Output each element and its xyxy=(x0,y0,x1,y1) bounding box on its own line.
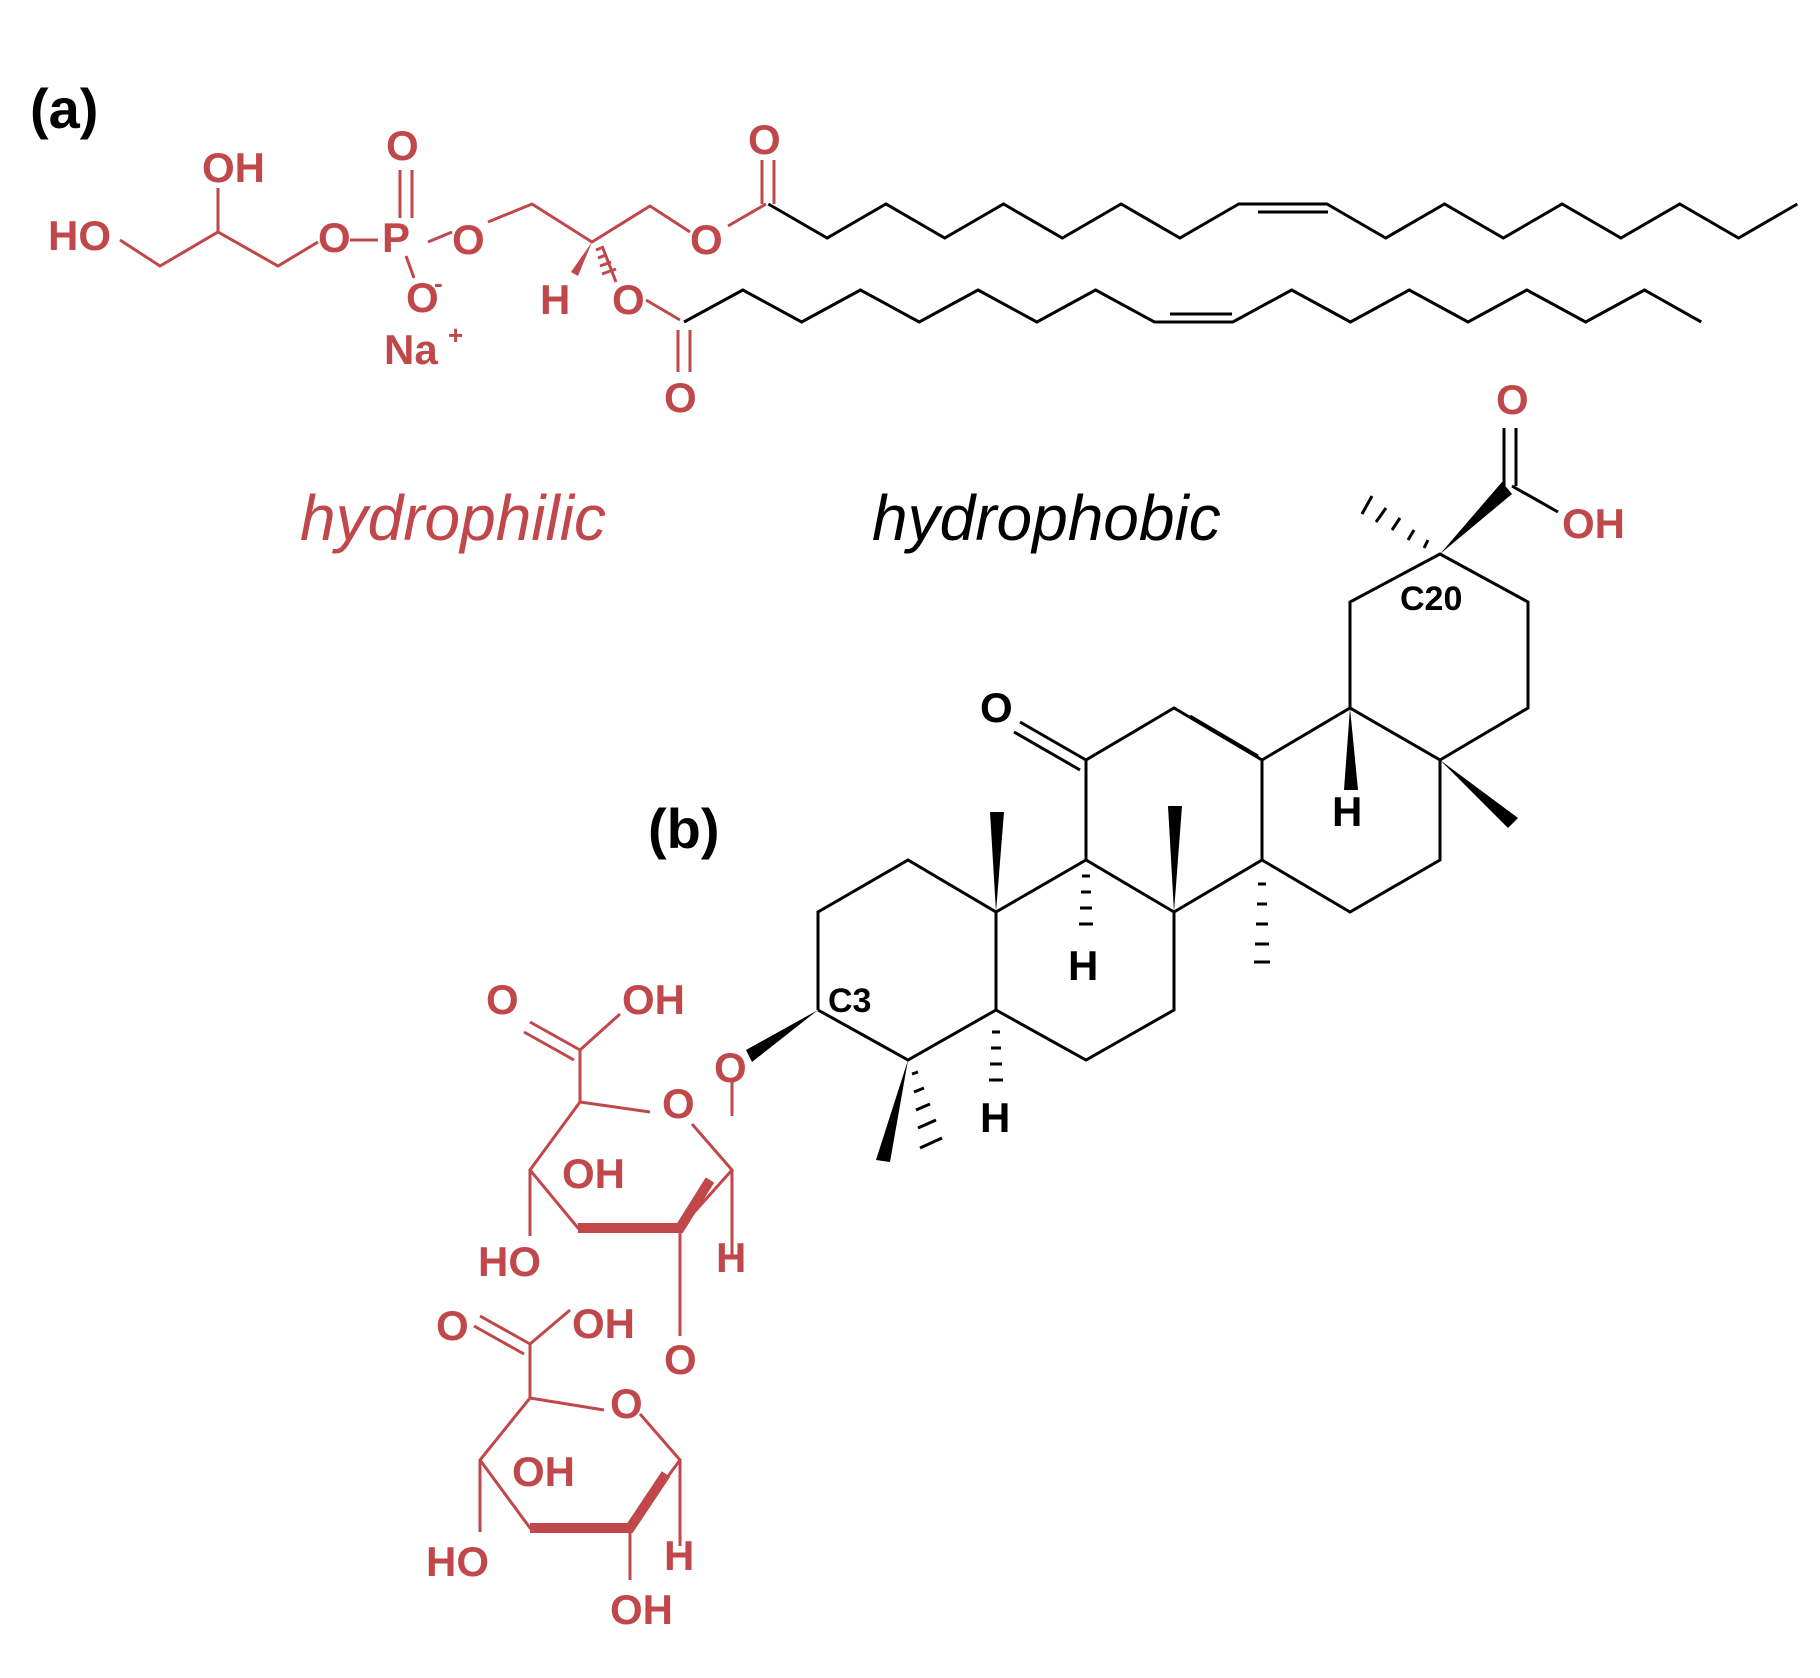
hydrophilic-label: hydrophilic xyxy=(300,482,606,554)
c20-label: C20 xyxy=(1400,580,1462,618)
atom-o: O xyxy=(406,274,439,321)
upper-fatty-chain xyxy=(767,202,1799,240)
atom-p: P xyxy=(382,214,410,261)
c3-label: C3 xyxy=(828,982,871,1020)
ketone-o: O xyxy=(980,684,1013,731)
sugar-bold-bonds xyxy=(530,1177,715,1533)
panel-label-a: (a) xyxy=(30,77,98,140)
atom-o: O xyxy=(664,374,697,421)
atom-oh: OH xyxy=(512,1448,575,1495)
atom-o: O xyxy=(318,214,351,261)
atom-h: H xyxy=(664,1532,694,1579)
atom-h: H xyxy=(716,1234,746,1281)
atom-oh: OH xyxy=(562,1150,625,1197)
atom-plus: + xyxy=(448,320,463,350)
ring-o: O xyxy=(610,1380,643,1427)
atom-oh: OH xyxy=(202,144,265,191)
atom-minus: - xyxy=(434,268,443,298)
atom-h: H xyxy=(1068,942,1098,989)
stereo-hash xyxy=(595,246,617,276)
hydrophobic-label: hydrophobic xyxy=(872,482,1221,554)
atom-h: H xyxy=(1332,788,1362,835)
atom-o: O xyxy=(486,976,519,1023)
atom-o: O xyxy=(436,1302,469,1349)
atom-ho: HO xyxy=(426,1538,489,1585)
atom-o: O xyxy=(612,276,645,323)
atom-oh: OH xyxy=(622,976,685,1023)
lower-fatty-chain xyxy=(683,288,1702,324)
stereo-wedge xyxy=(571,242,592,276)
stereo-hashes-b xyxy=(911,495,1430,1150)
ring-o: O xyxy=(662,1080,695,1127)
atom-ho: HO xyxy=(478,1238,541,1285)
atom-na: Na xyxy=(384,326,438,373)
atom-h: H xyxy=(980,1094,1010,1141)
atom-o: O xyxy=(690,216,723,263)
atom-o: O xyxy=(1496,376,1529,423)
atom-oh: OH xyxy=(610,1586,673,1633)
glycosidic-o: O xyxy=(714,1044,747,1091)
atom-oh: OH xyxy=(1562,500,1625,547)
atom-oh: OH xyxy=(572,1300,635,1347)
atom-o: O xyxy=(748,116,781,163)
stereo-wedges-b xyxy=(746,482,1518,1162)
atom-h: H xyxy=(540,276,570,323)
atom-ho: HO xyxy=(48,212,111,259)
panel-label-b: (b) xyxy=(648,797,720,860)
glycosidic-o: O xyxy=(664,1336,697,1383)
atom-o: O xyxy=(452,216,485,263)
atom-o: O xyxy=(386,122,419,169)
phospholipid-headgroup xyxy=(119,160,776,372)
